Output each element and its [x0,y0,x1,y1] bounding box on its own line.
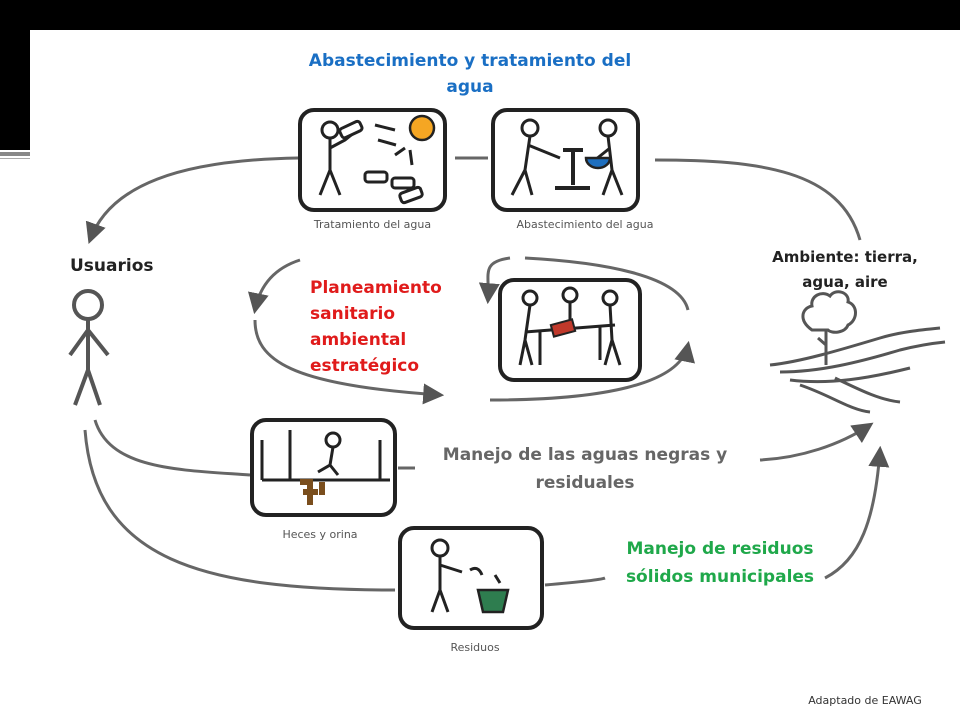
title-planning: Planeamiento sanitario ambiental estraté… [310,278,442,376]
left-bar [0,0,30,150]
panel-excreta [250,418,397,517]
trash-bin-icon [476,588,510,614]
panel-waste [398,526,544,630]
caption-water-supply: Abastecimiento del agua [516,218,654,231]
title-water-supply: Abastecimiento y tratamiento del agua [308,51,632,97]
flow-arrow-users-to-env [83,419,890,592]
title-solid-waste: Manejo de residuos sólidos municipales [625,539,815,587]
credit-text: Adaptado de EAWAG [808,694,922,707]
panel-water-treatment [298,108,447,212]
users-figure-icon [68,289,110,406]
label-environment: Ambiente: tierra, agua, aire [772,248,918,291]
label-users: Usuarios [70,256,154,276]
top-bar [0,0,960,30]
water-bowl-icon [584,156,612,170]
panel-planning [498,278,642,382]
flow-arrow-env-to-users [85,156,862,244]
title-wastewater: Manejo de las aguas negras y residuales [442,445,728,493]
left-divider [0,152,30,156]
environment-landscape-icon [769,290,946,414]
caption-excreta: Heces y orina [282,528,358,541]
caption-water-treatment: Tratamiento del agua [313,218,432,231]
document-icon [549,318,577,338]
caption-waste: Residuos [450,641,500,654]
panel-water-supply [491,108,640,212]
sun-icon [408,114,436,142]
left-divider-thin [0,158,30,159]
flow-arrow-planning-loop [248,256,695,405]
